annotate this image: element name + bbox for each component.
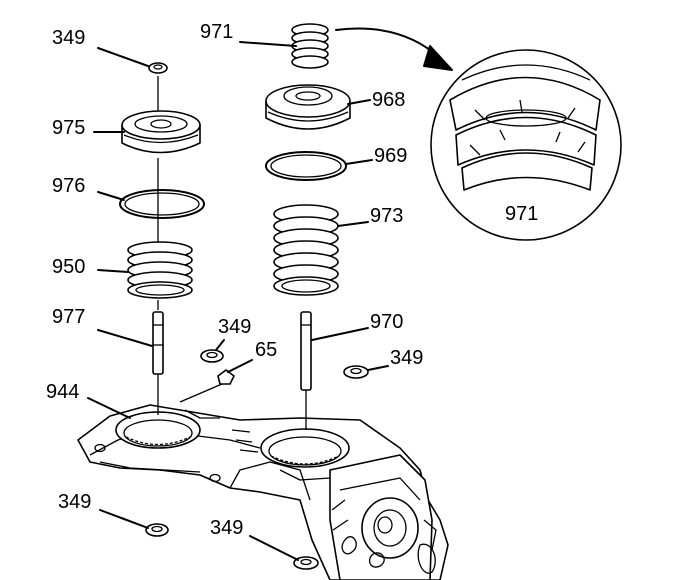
leader-lines xyxy=(87,41,389,561)
spring-971 xyxy=(291,23,329,69)
callout-950: 950 xyxy=(52,256,85,278)
callout-349-right: 349 xyxy=(390,347,423,369)
o-ring-349-mid xyxy=(200,349,224,363)
pin-970 xyxy=(300,311,312,430)
spring-950 xyxy=(127,241,193,299)
callout-968: 968 xyxy=(372,89,405,111)
valve-body xyxy=(77,404,449,580)
callout-977: 977 xyxy=(52,306,85,328)
callout-65: 65 xyxy=(255,339,277,361)
callout-349-mid: 349 xyxy=(218,316,251,338)
ring-976 xyxy=(119,189,205,219)
o-ring-349-bottom-mid xyxy=(293,556,319,570)
ring-969 xyxy=(265,151,347,181)
callout-975: 975 xyxy=(52,117,85,139)
housing-cap xyxy=(361,497,419,559)
o-ring-349-top xyxy=(148,62,168,74)
detail-view-971 xyxy=(430,49,622,241)
callout-971: 971 xyxy=(200,21,233,43)
check-ball-65 xyxy=(179,369,235,403)
callout-973: 973 xyxy=(370,205,403,227)
callout-944: 944 xyxy=(46,381,79,403)
callout-969: 969 xyxy=(374,145,407,167)
callout-349-bottom-left: 349 xyxy=(58,491,91,513)
callout-349-bottom-mid: 349 xyxy=(210,517,243,539)
detail-arrow xyxy=(335,27,453,71)
spring-973 xyxy=(273,204,339,296)
callout-976: 976 xyxy=(52,175,85,197)
right-bore xyxy=(260,428,350,468)
seat-968 xyxy=(265,84,351,130)
o-ring-349-bottom-left xyxy=(145,523,169,537)
o-ring-349-right xyxy=(343,365,369,379)
callout-970: 970 xyxy=(370,311,403,333)
callout-971-detail: 971 xyxy=(505,203,538,225)
callout-349-top: 349 xyxy=(52,27,85,49)
cap-975 xyxy=(121,110,201,154)
pin-977 xyxy=(152,311,164,375)
